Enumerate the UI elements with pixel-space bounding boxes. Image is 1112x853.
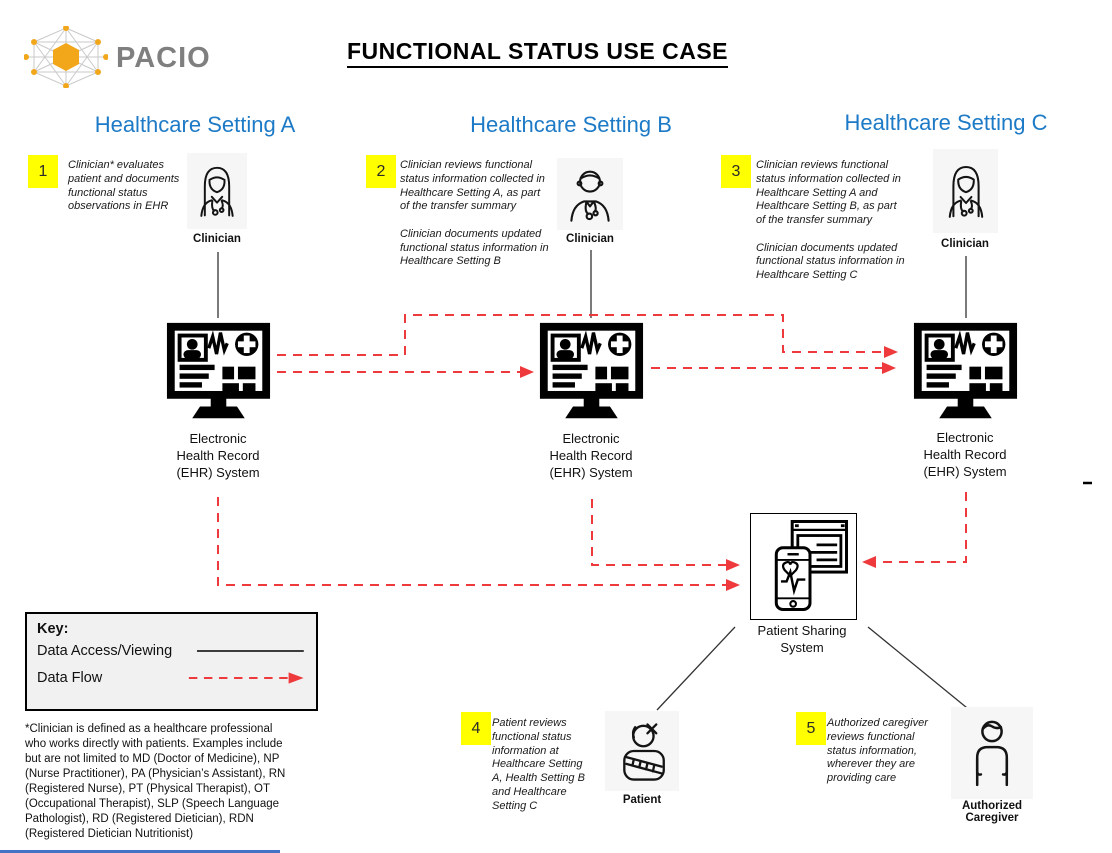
key-legend-box: Key: Data Access/Viewing Data Flow — [25, 612, 318, 711]
key-row-data-flow: Data Flow — [37, 664, 306, 691]
flow-ehr-c-to-sharing — [876, 492, 967, 563]
clinician-female-icon — [936, 152, 996, 230]
patient-sharing-system-icon — [751, 514, 854, 617]
solid-line-sample-icon — [197, 649, 305, 652]
clinician-b-label: Clinician — [566, 233, 614, 245]
ehr-c-label: Electronic Health Record (EHR) System — [923, 430, 1007, 479]
caregiver-tile — [951, 707, 1033, 799]
link-sharing-caregiver — [867, 626, 973, 713]
note-step-3: Clinician reviews functional status info… — [756, 159, 905, 281]
flow-ehr-b-to-sharing — [591, 499, 726, 566]
clinician-b-tile — [557, 158, 623, 230]
dashed-arrow-sample-icon — [189, 671, 305, 684]
bottom-accent-bar — [0, 850, 280, 853]
step-badge-1: 1 — [28, 155, 58, 188]
page-title: FUNCTIONAL STATUS USE CASE — [347, 38, 729, 68]
pacio-logo-text: PACIO — [116, 42, 211, 74]
heading-setting-a: Healthcare Setting A — [94, 112, 296, 137]
patient-sharing-system-label: Patient Sharing System — [757, 623, 847, 655]
caregiver-label: Authorized Caregiver — [961, 800, 1023, 824]
note-step-2: Clinician reviews functional status info… — [400, 159, 549, 268]
note-step-5: Authorized caregiver reviews functional … — [827, 717, 928, 784]
clinician-a-tile — [187, 153, 247, 229]
clinician-c-label: Clinician — [941, 238, 989, 250]
step-badge-4: 4 — [461, 712, 491, 745]
patient-icon — [608, 714, 676, 788]
step-badge-3: 3 — [721, 155, 751, 188]
key-label-data-access: Data Access/Viewing — [37, 642, 173, 659]
key-row-data-access: Data Access/Viewing — [37, 637, 306, 664]
heading-setting-c: Healthcare Setting C — [844, 110, 1048, 135]
patient-tile — [605, 711, 679, 791]
step-badge-2: 2 — [366, 155, 396, 188]
note-step-4: Patient reviews functional status inform… — [492, 717, 585, 812]
step-badge-5: 5 — [796, 712, 826, 745]
link-sharing-patient — [656, 626, 736, 711]
ehr-monitor-icon-a — [165, 319, 272, 426]
pacio-logo-icon — [24, 26, 108, 88]
note-step-1: Clinician* evaluates patient and documen… — [68, 159, 180, 213]
ehr-b-label: Electronic Health Record (EHR) System — [549, 431, 633, 480]
patient-label: Patient — [622, 794, 662, 806]
clinician-c-tile — [933, 149, 998, 233]
heading-setting-b: Healthcare Setting B — [470, 112, 672, 137]
ehr-a-label: Electronic Health Record (EHR) System — [176, 431, 260, 480]
key-label-data-flow: Data Flow — [37, 669, 103, 686]
ehr-monitor-icon-c — [912, 319, 1019, 426]
patient-sharing-system-box — [750, 513, 857, 620]
clinician-male-icon — [559, 160, 621, 228]
key-title: Key: — [37, 621, 69, 637]
ehr-monitor-icon-b — [538, 319, 645, 426]
authorized-caregiver-icon — [955, 711, 1029, 795]
clinician-a-label: Clinician — [193, 233, 241, 245]
clinician-female-icon — [188, 155, 246, 227]
clinician-definition-footnote: *Clinician is defined as a healthcare pr… — [25, 723, 286, 840]
flow-ehr-a-to-sharing — [217, 497, 726, 586]
